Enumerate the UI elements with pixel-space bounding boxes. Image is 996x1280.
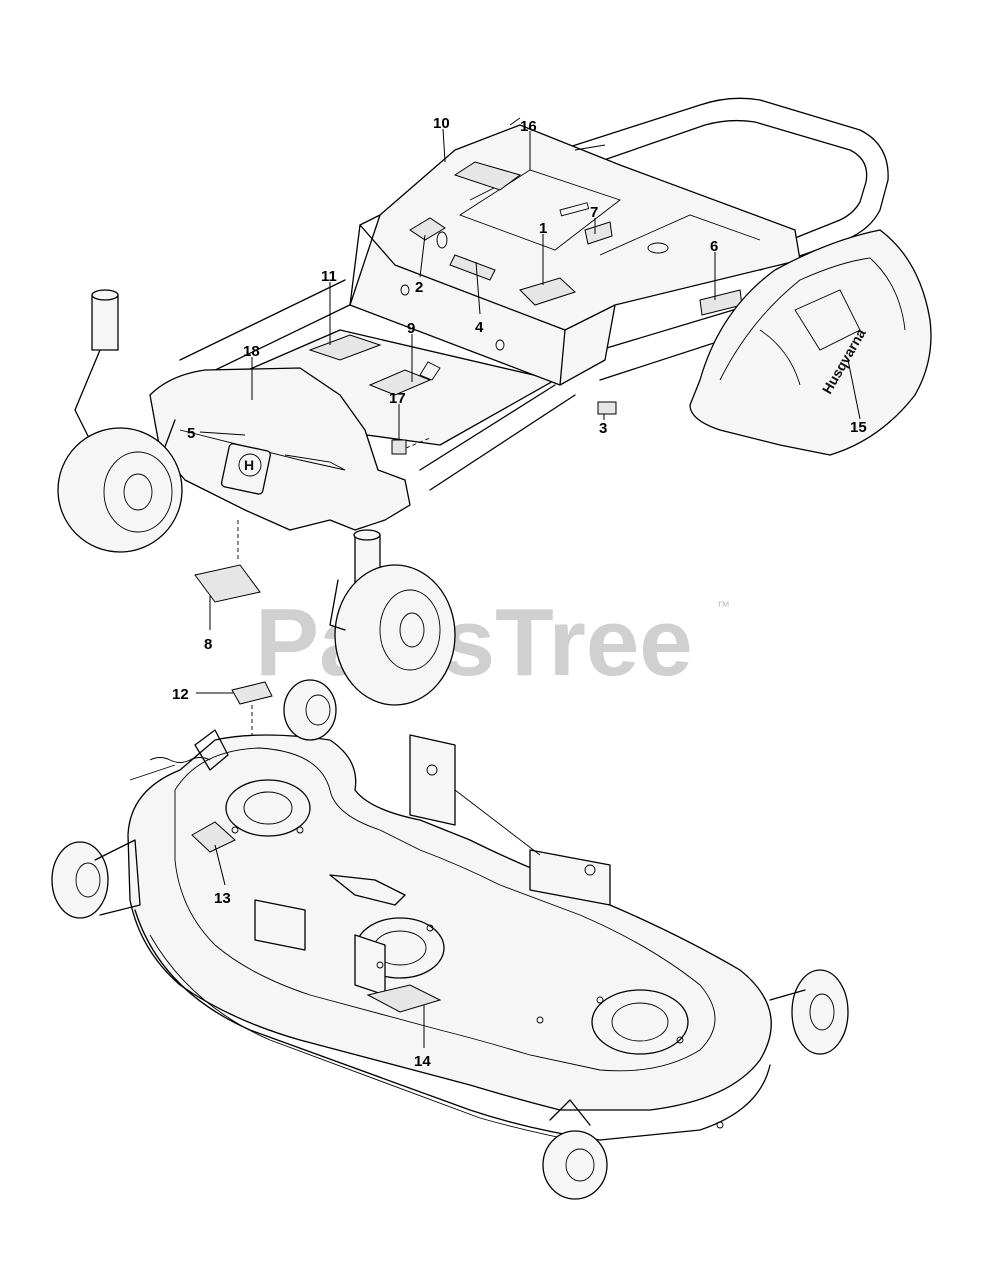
callout-5: 5 xyxy=(187,425,195,442)
callout-18: 18 xyxy=(243,343,260,360)
callout-3: 3 xyxy=(599,420,607,437)
watermark: PartsTree ™ xyxy=(255,589,730,696)
callout-13: 13 xyxy=(214,890,231,907)
callout-4: 4 xyxy=(475,319,484,336)
hood-logo-letter: H xyxy=(244,457,254,473)
callout-6: 6 xyxy=(710,238,718,255)
callout-17: 17 xyxy=(389,390,406,407)
callout-16: 16 xyxy=(520,118,537,135)
callout-1: 1 xyxy=(539,220,547,237)
leader-lines xyxy=(196,128,861,1048)
callout-9: 9 xyxy=(407,320,415,337)
callout-10: 10 xyxy=(433,115,450,132)
callout-11: 11 xyxy=(321,268,337,285)
callout-12: 12 xyxy=(172,686,189,703)
frame-assembly: H Husqvarna xyxy=(57,97,932,706)
callout-15: 15 xyxy=(850,419,867,436)
callout-7: 7 xyxy=(590,204,598,221)
mower-deck xyxy=(51,679,849,1200)
watermark-text: PartsTree xyxy=(255,589,693,696)
callout-14: 14 xyxy=(414,1053,431,1070)
loose-decals xyxy=(194,520,273,750)
callout-8: 8 xyxy=(204,636,212,653)
callout-labels: 10 16 7 1 2 4 6 11 9 18 17 3 5 15 8 12 1… xyxy=(172,115,867,1070)
callout-2: 2 xyxy=(415,279,423,296)
watermark-trademark: ™ xyxy=(716,598,730,614)
